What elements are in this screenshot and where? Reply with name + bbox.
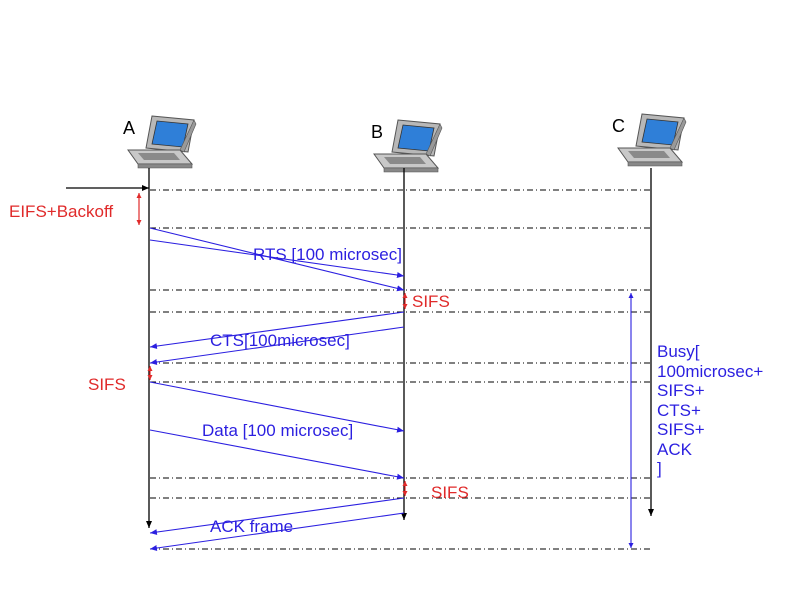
node-label-a: A: [123, 118, 136, 138]
busy-line: ACK: [657, 439, 692, 459]
busy-line: 100microsec+: [657, 361, 764, 381]
rts-label: RTS [100 microsec]: [253, 245, 402, 264]
cts-message: [149, 311, 405, 365]
busy-line: SIFS+: [657, 381, 705, 400]
busy-line: ]: [657, 459, 662, 478]
sifs-label-b1: SIFS: [412, 292, 450, 311]
laptop-icon: [127, 115, 197, 169]
ack-message: [149, 497, 405, 551]
node-label-c: C: [612, 116, 625, 136]
rts-message: [149, 227, 405, 292]
busy-line: SIFS+: [657, 420, 705, 439]
busy-annotation: Busy[ 100microsec+ SIFS+ CTS+ SIFS+ ACK …: [657, 342, 763, 479]
data-label: Data [100 microsec]: [202, 421, 354, 440]
eifs-backoff-label: EIFS+Backoff: [9, 202, 114, 221]
node-label-b: B: [371, 122, 384, 142]
ack-label: ACK frame: [210, 517, 294, 536]
laptop-icon: [617, 113, 687, 167]
busy-line: Busy[: [657, 342, 700, 361]
data-message: [149, 381, 405, 480]
sifs-label-b2: SIFS: [431, 483, 469, 502]
timing-guides: [150, 189, 650, 550]
laptop-icon: [373, 119, 443, 173]
cts-label: CTS[100microsec]: [210, 331, 350, 350]
sifs-label-a: SIFS: [88, 375, 126, 394]
busy-line: CTS+: [657, 400, 701, 420]
